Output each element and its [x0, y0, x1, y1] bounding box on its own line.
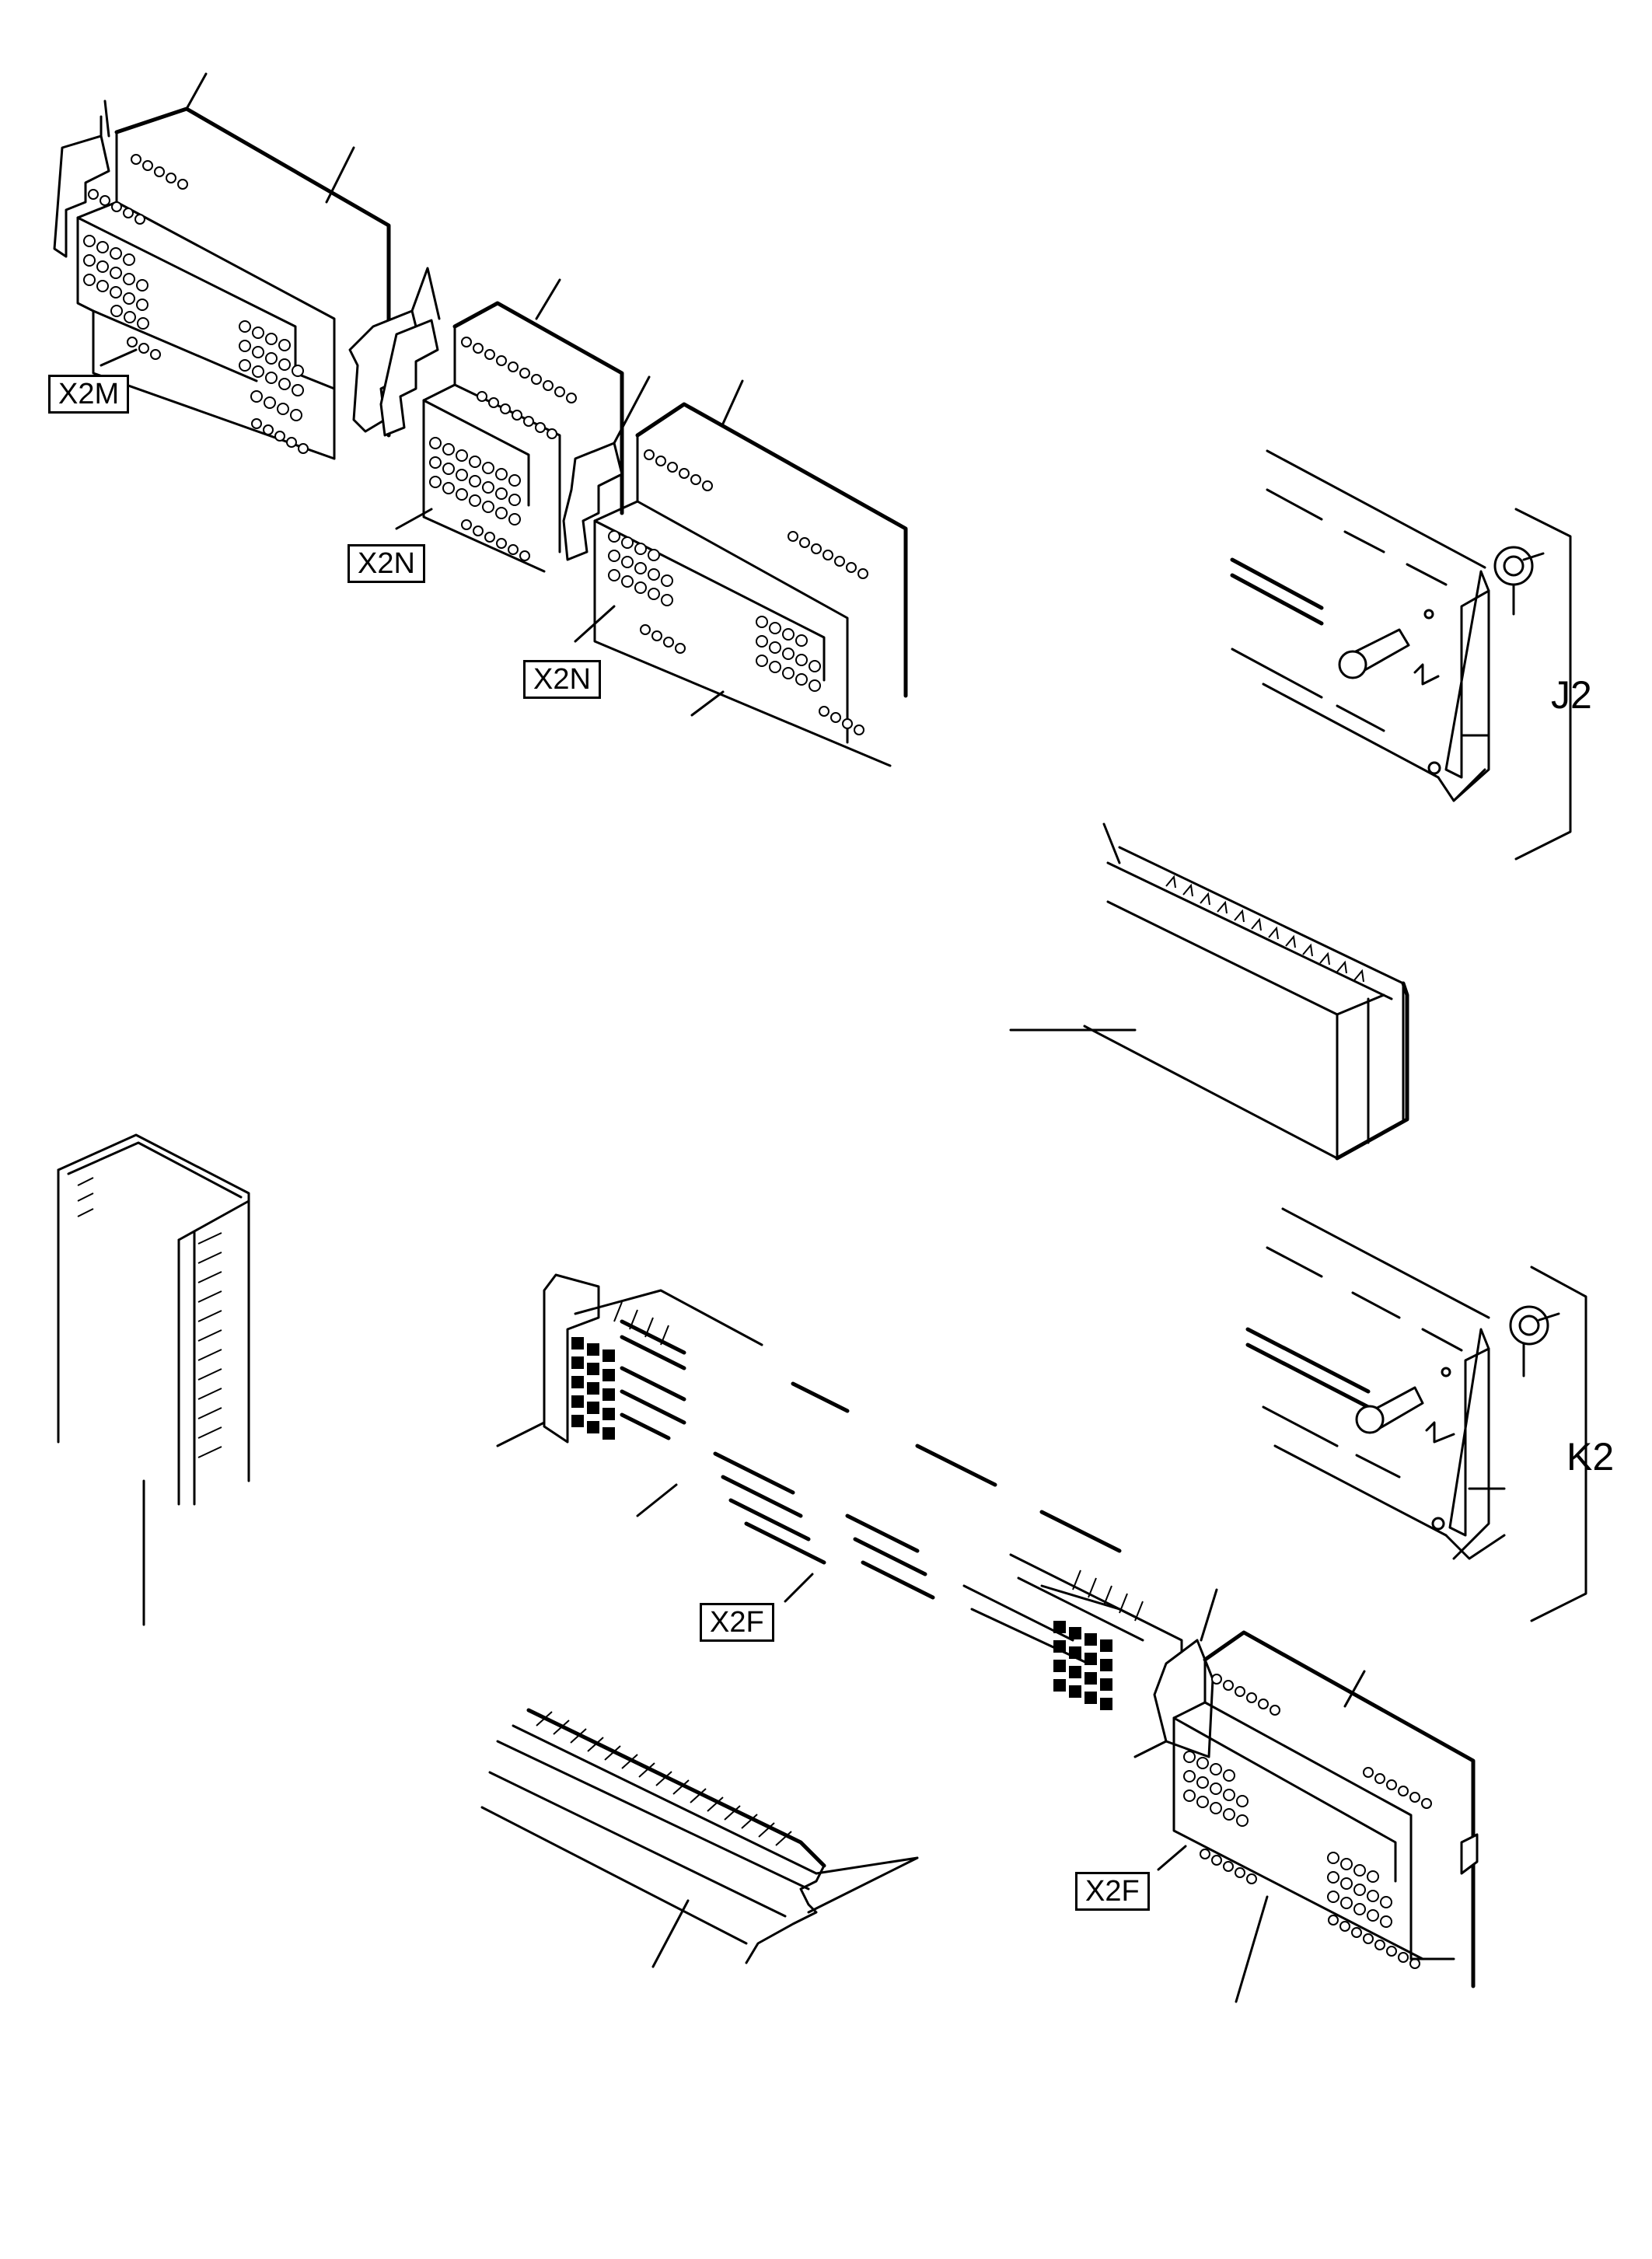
callout-x2m: X2M — [48, 375, 130, 414]
contact-holes-x2n-1 — [429, 337, 577, 561]
duct-slots-upper — [1165, 875, 1364, 983]
contact-holes-x2n-2 — [608, 449, 868, 735]
contact-holes-x2m — [83, 154, 309, 454]
callout-x2f-2: X2F — [1075, 1872, 1150, 1911]
terminal-block-x2m — [53, 72, 391, 460]
callout-x2n-2: X2N — [523, 660, 601, 699]
rail-bracket-j2 — [1230, 449, 1572, 861]
wire-duct-vertical — [57, 1133, 250, 1626]
callout-x2f-1: X2F — [700, 1603, 774, 1642]
contact-holes-x2f — [1183, 1674, 1432, 1969]
contact-grid-right — [1053, 1621, 1112, 1710]
terminal-block-x2f — [1157, 1630, 1479, 2003]
rail-bracket-k2 — [1245, 1207, 1587, 1622]
callout-k2: K2 — [1566, 1435, 1615, 1479]
terminal-strip-x2f — [496, 1273, 1218, 1758]
end-clamp-pair — [348, 267, 441, 437]
callout-j2: J2 — [1551, 673, 1592, 717]
terminal-block-x2n-2 — [562, 375, 908, 767]
callout-x2n-1: X2N — [348, 544, 425, 583]
din-rail — [480, 1708, 919, 1968]
contact-grid-left — [571, 1337, 615, 1440]
wire-duct-upper — [1009, 822, 1409, 1161]
terminal-block-x2n-1 — [395, 278, 624, 573]
